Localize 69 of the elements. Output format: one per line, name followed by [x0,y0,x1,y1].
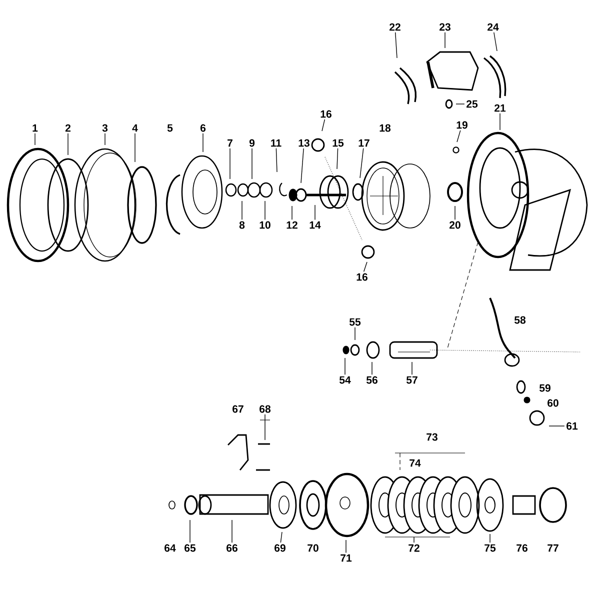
callout-number: 66 [226,544,238,552]
callout-number: 64 [164,544,176,552]
leader-line [354,327,356,340]
callout-number: 15 [332,139,344,147]
callout-number: 76 [516,544,528,552]
leader-line [280,532,282,543]
leader-line [494,32,498,52]
callout-number: 10 [260,221,270,229]
leader-line [395,32,398,58]
callout-number: 70 [308,544,318,552]
callout-number: 9 [249,139,255,147]
callout-number: 58 [514,316,526,324]
callout-number: 60 [548,399,558,407]
callout-number: 19 [456,121,468,129]
callout-number: 14 [310,221,321,229]
callout-number: 18 [380,124,391,132]
callout-number: 23 [440,23,450,31]
leader-line [300,148,304,184]
callout-number: 24 [488,23,499,31]
leader-line [360,148,364,178]
leader-line [344,358,346,375]
leader-line [264,414,266,440]
callout-number: 20 [450,221,460,229]
callout-number: 71 [340,554,352,562]
leader-line [444,32,446,48]
callout-number: 73 [426,433,438,441]
callout-number: 4 [132,124,138,132]
leader-line [34,132,36,146]
callout-number: 5 [167,124,173,132]
leader-line [456,130,461,142]
callout-number: 13 [298,139,310,147]
callout-number: 16 [320,110,332,118]
callout-number: 74 [410,459,421,467]
callout-number: 11 [271,139,282,147]
callout-number: 17 [358,139,370,147]
leader-line [104,133,106,146]
callout-number: 55 [349,318,361,326]
callout-number: 21 [494,104,506,112]
leader-line [314,204,316,220]
callout-number: 59 [539,384,550,392]
callout-number: 25 [466,100,478,108]
leader-line [264,200,266,220]
callout-number: 7 [228,139,232,147]
leader-line [134,132,136,162]
leader-line [202,133,204,152]
leader-line [276,148,278,172]
leader-line [336,148,338,170]
callout-number: 3 [102,124,108,132]
callout-number: 61 [566,422,578,430]
callout-number: 1 [32,124,38,132]
callout-number: 56 [366,376,378,384]
callout-number: 72 [408,544,420,552]
callout-number: 65 [184,544,196,552]
leader-line [322,119,326,132]
leader-line [363,262,368,272]
callout-number: 54 [339,376,351,384]
leader-line [454,206,456,220]
callout-number: 57 [406,376,418,384]
callout-number: 2 [65,124,71,132]
callout-number: 69 [274,544,286,552]
callout-number: 75 [484,544,496,552]
callout-number: 12 [286,221,298,229]
callout-number: 8 [239,221,245,229]
callout-number: 77 [548,544,558,552]
callout-number: 68 [260,405,271,413]
callout-number: 6 [200,124,206,132]
callout-number: 22 [390,23,400,31]
callout-number: 16 [356,273,368,281]
callout-number: 67 [232,405,244,413]
